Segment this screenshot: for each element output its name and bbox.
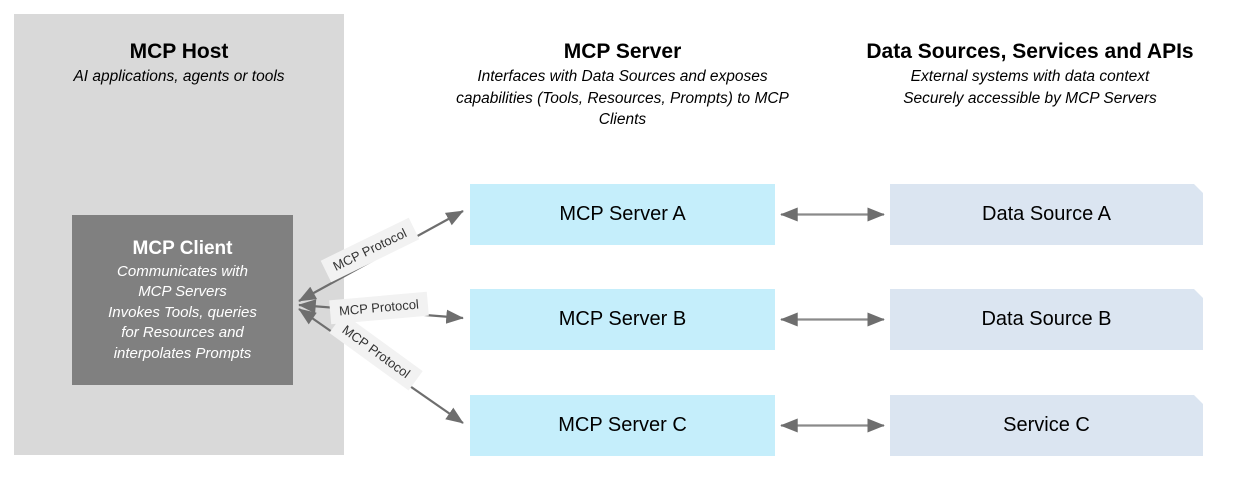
data-source-b-box[interactable]: Data Source B [890,289,1203,350]
data-source-a-label: Data Source A [982,203,1111,225]
column-heading-data-sources: Data Sources, Services and APIs External… [850,38,1210,109]
column-heading-host: MCP Host AI applications, agents or tool… [14,38,344,88]
mcp-server-a-label: MCP Server A [559,203,686,225]
host-title: MCP Host [129,40,229,63]
mcp-server-c-label: MCP Server C [558,414,687,436]
host-subtitle: AI applications, agents or tools [73,68,285,85]
mcp-client-title: MCP Client [132,237,233,259]
server-subtitle: Interfaces with Data Sources and exposes… [456,68,789,128]
mcp-server-a-box[interactable]: MCP Server A [470,184,775,245]
service-c-label: Service C [1003,414,1090,436]
data-source-a-box[interactable]: Data Source A [890,184,1203,245]
mcp-client-desc-line2: MCP Servers [138,283,227,301]
data-sources-subtitle-line2: Securely accessible by MCP Servers [903,89,1157,107]
mcp-server-b-box[interactable]: MCP Server B [470,289,775,350]
data-source-b-label: Data Source B [981,308,1112,330]
mcp-client-box[interactable]: MCP Client Communicates with MCP Servers… [72,215,293,385]
mcp-server-c-box[interactable]: MCP Server C [470,395,775,456]
service-c-box[interactable]: Service C [890,395,1203,456]
server-title: MCP Server [563,40,682,63]
mcp-server-b-label: MCP Server B [558,308,687,330]
column-heading-server: MCP Server Interfaces with Data Sources … [455,38,790,131]
mcp-client-desc-line4: for Resources and [121,324,244,342]
mcp-client-desc-line1: Communicates with [117,262,248,280]
mcp-client-desc-line3: Invokes Tools, queries [108,303,257,321]
data-sources-subtitle-line1: External systems with data context [910,68,1150,85]
mcp-client-desc-line5: interpolates Prompts [113,344,252,362]
data-sources-title: Data Sources, Services and APIs [866,40,1194,63]
